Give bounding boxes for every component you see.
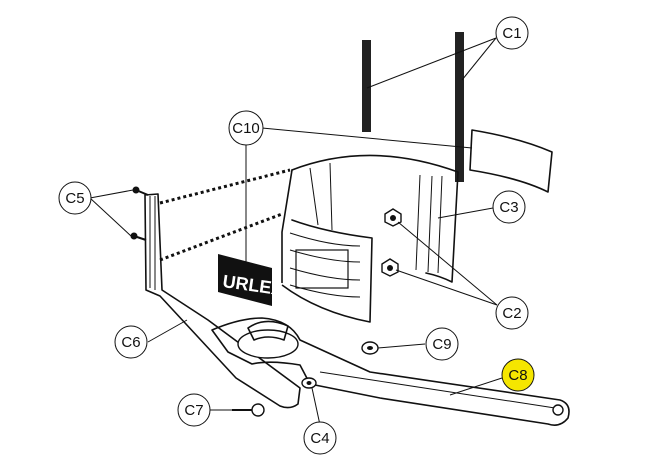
callout-c6: C6 — [114, 325, 148, 359]
callout-c5-text: C5 — [65, 190, 84, 207]
callout-c2-text: C2 — [502, 305, 521, 322]
callout-c9: C9 — [425, 327, 459, 361]
bracket-part-c6 — [144, 193, 301, 409]
callout-c9-text: C9 — [432, 336, 451, 353]
callout-c5: C5 — [58, 181, 92, 215]
callout-c8-text: C8 — [508, 367, 527, 384]
callout-c7: C7 — [177, 393, 211, 427]
callout-c7-text: C7 — [184, 402, 203, 419]
washer-part-c4 — [301, 377, 317, 389]
dashed-attachment-lines — [159, 168, 291, 262]
screw-part-c7 — [232, 403, 265, 417]
strip-part-c10 — [469, 129, 553, 193]
screw-part-c5 — [130, 186, 149, 241]
callout-c4-text: C4 — [310, 430, 329, 447]
callout-c8: C8 — [501, 358, 535, 392]
shroud-part-c3 — [281, 154, 459, 323]
callout-c10: C10 — [228, 110, 264, 146]
leader-lines — [89, 37, 503, 426]
callout-c1: C1 — [495, 16, 529, 50]
washer-part-c9 — [361, 341, 379, 355]
nut-part-c2 — [381, 208, 402, 277]
callout-c10-text: C10 — [232, 120, 260, 137]
callout-c2: C2 — [495, 296, 529, 330]
rod-part-c1 — [362, 32, 464, 182]
callout-c3: C3 — [492, 190, 526, 224]
callout-c3-text: C3 — [499, 199, 518, 216]
callout-c1-text: C1 — [502, 25, 521, 42]
callout-c4: C4 — [303, 421, 337, 455]
brand-label — [218, 254, 272, 306]
callout-c6-text: C6 — [121, 334, 140, 351]
arm-part-c8 — [211, 317, 570, 426]
